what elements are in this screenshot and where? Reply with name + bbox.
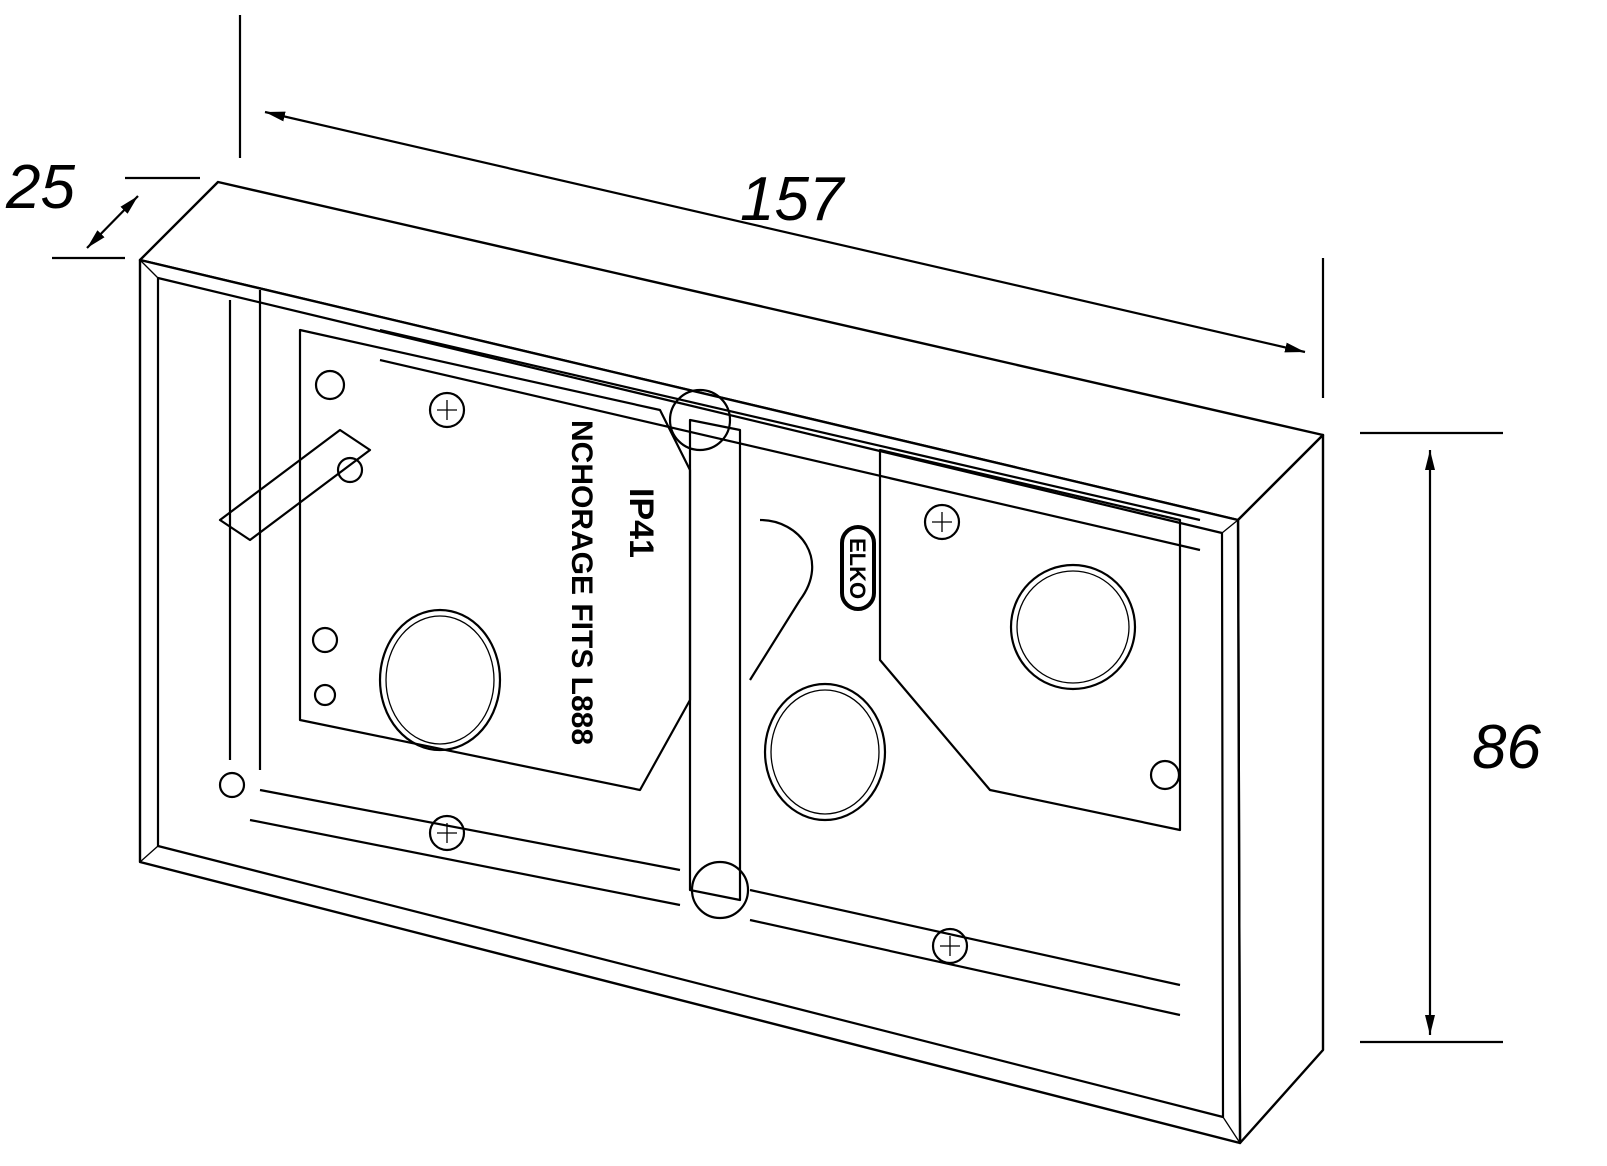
elko-logo: ELKO bbox=[840, 525, 876, 611]
mounting-boss bbox=[668, 388, 732, 452]
depth-arrow bbox=[86, 195, 139, 249]
mounting-hole bbox=[314, 369, 346, 401]
knockout-hole bbox=[763, 682, 887, 822]
screw bbox=[923, 503, 961, 541]
cable-clamp bbox=[218, 428, 372, 542]
height-label: 86 bbox=[1472, 713, 1541, 782]
depth-label: 25 bbox=[5, 153, 75, 222]
mounting-hole bbox=[313, 683, 337, 707]
mounting-boss bbox=[690, 860, 750, 920]
bottom-rail-left bbox=[249, 788, 681, 907]
svg-text:ELKO: ELKO bbox=[845, 538, 870, 599]
right-plate bbox=[878, 448, 1182, 832]
mounting-hole bbox=[218, 771, 246, 799]
width-label: 157 bbox=[740, 165, 846, 234]
mounting-hole bbox=[1149, 759, 1181, 791]
knockout-hole bbox=[1009, 563, 1137, 691]
dimension-depth: 25 bbox=[5, 153, 200, 260]
knockout-hole bbox=[378, 608, 502, 752]
ip-rating-text: IP41 bbox=[622, 488, 660, 558]
mounting-hole bbox=[336, 456, 364, 484]
top-rail bbox=[379, 328, 1201, 552]
width-arrow bbox=[264, 110, 1306, 354]
screw bbox=[931, 927, 969, 965]
center-divider bbox=[688, 418, 742, 902]
screw bbox=[428, 814, 466, 852]
left-rail bbox=[228, 290, 262, 770]
center-clip bbox=[749, 518, 814, 681]
box-body bbox=[138, 180, 1325, 1145]
anchorage-text: NCHORAGE FITS L888 bbox=[565, 420, 598, 745]
dimension-width: 157 bbox=[238, 15, 1325, 398]
screw bbox=[428, 391, 466, 429]
dimension-height: 86 bbox=[1360, 431, 1541, 1044]
interior bbox=[218, 290, 1201, 1017]
mounting-hole bbox=[311, 626, 339, 654]
markings: IP41 NCHORAGE FITS L888 ELKO bbox=[565, 420, 876, 745]
right-face bbox=[1236, 433, 1325, 1145]
